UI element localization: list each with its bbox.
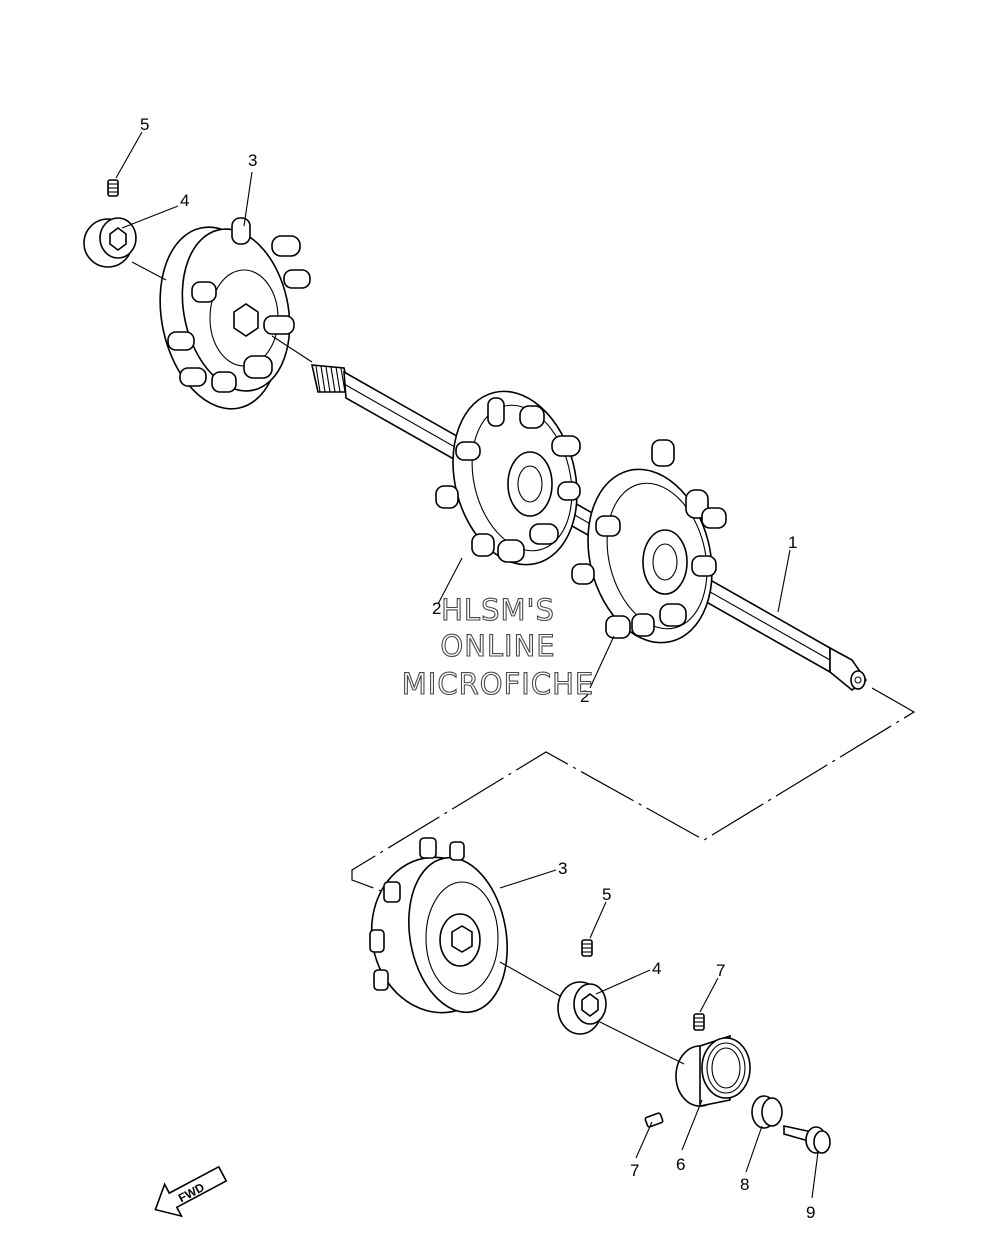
- center-sprocket-a[interactable]: [435, 378, 594, 578]
- callout-1: 1: [788, 533, 797, 552]
- leader-lines: [115, 131, 819, 1199]
- watermark: HLSM'S ONLINE MICROFICHE: [401, 592, 594, 701]
- callout-8: 8: [740, 1175, 749, 1194]
- callout-2a: 2: [432, 599, 441, 618]
- set-screw-lower[interactable]: [581, 939, 593, 957]
- collar-upper[interactable]: [83, 217, 137, 268]
- set-screw-bearing-side[interactable]: [644, 1112, 664, 1128]
- bolt[interactable]: [783, 1125, 831, 1154]
- callout-6: 6: [676, 1155, 685, 1174]
- set-screw-upper[interactable]: [107, 179, 119, 197]
- assembly-lines-lower: [499, 961, 685, 1065]
- end-sprocket-lower[interactable]: [359, 837, 518, 1023]
- nut[interactable]: [751, 1095, 783, 1129]
- callout-9: 9: [806, 1203, 815, 1222]
- assembly-boundary: [351, 687, 916, 893]
- callout-7b: 7: [630, 1161, 639, 1180]
- callout-3b: 3: [558, 859, 567, 878]
- callout-7a: 7: [716, 961, 725, 980]
- assembly-lines-upper: [131, 261, 313, 363]
- collar-lower[interactable]: [557, 981, 607, 1035]
- set-screw-bearing-top[interactable]: [693, 1013, 705, 1031]
- callout-4b: 4: [652, 959, 661, 978]
- watermark-line-2: ONLINE: [440, 629, 555, 663]
- end-sprocket-upper[interactable]: [144, 216, 311, 420]
- callout-4a: 4: [180, 191, 189, 210]
- fwd-arrow-icon: FWD: [154, 1165, 228, 1218]
- callout-5b: 5: [602, 885, 611, 904]
- callout-3a: 3: [248, 151, 257, 170]
- center-sprocket-b[interactable]: [570, 439, 729, 656]
- callout-5a: 5: [140, 115, 149, 134]
- bearing[interactable]: [675, 1034, 751, 1107]
- callout-2b: 2: [580, 687, 589, 706]
- watermark-line-3: MICROFICHE: [402, 667, 594, 701]
- watermark-line-1: HLSM'S: [441, 593, 555, 627]
